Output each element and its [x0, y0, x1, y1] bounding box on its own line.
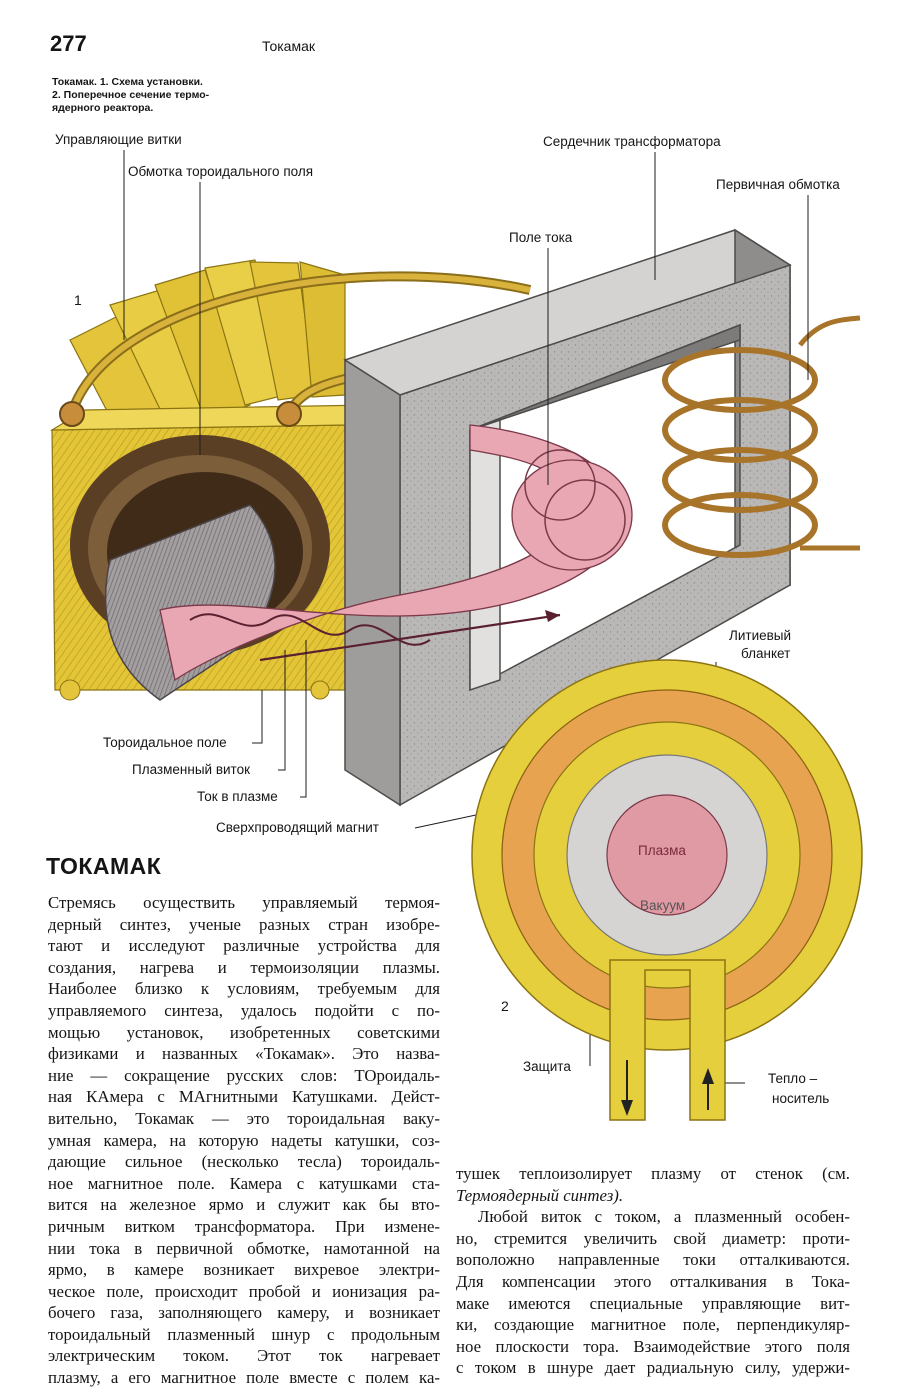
text-line: ное магнитное поле. Камера с катушками с…	[48, 1173, 440, 1193]
figure-number-2: 2	[501, 998, 509, 1014]
text-line: ческое поле, происходит пробой и ионизац…	[48, 1281, 440, 1301]
text-line: создания, нагрева и термоизоляции плазмы…	[48, 957, 440, 977]
label-lithium-blanket-1: Литиевый	[729, 628, 792, 643]
cross-reference-link[interactable]: Термоядерный синтез).	[456, 1185, 624, 1205]
text-line: вится на железное ярмо и служит как бы в…	[48, 1195, 440, 1215]
text-line: Наиболее близко к условиям, требуемым дл…	[48, 979, 440, 999]
label-coolant-2: носитель	[772, 1091, 830, 1106]
text-line: тушек теплоизолирует плазму от стенок (с…	[456, 1164, 850, 1183]
text-line: ки, создающие магнитное поле, перпендику…	[456, 1315, 850, 1335]
label-transformer-core: Сердечник трансформатора	[543, 134, 721, 149]
article-left-column: Стремясь осуществить управляемый термоя-…	[48, 892, 440, 1389]
text-line: вительно, Токамак — это тороидальная вак…	[48, 1108, 440, 1128]
label-toroidal-winding: Обмотка тороидального поля	[128, 164, 314, 179]
text-line: Для компенсации этого отталкивания в Ток…	[456, 1271, 850, 1291]
text-line: тают и исследуют различные устройства дл…	[48, 936, 440, 956]
label-vacuum: Вакуум	[640, 898, 686, 913]
article-title: ТОКАМАК	[46, 853, 162, 879]
label-plasma-current: Ток в плазме	[197, 789, 278, 804]
text-line: тороидальный плазменный шнур с продольны…	[48, 1324, 440, 1344]
text-line: управляемого синтеза, удалось подойти с …	[48, 1000, 440, 1020]
text-line: воположно направленные токи отталкиваютс…	[456, 1250, 850, 1270]
caption-line: 2. Поперечное сечение термо-	[52, 89, 210, 101]
text-line: плазму, а его магнитное поле вместе с по…	[48, 1368, 440, 1388]
text-line: ная КАмера с МАгнитными Катушками. Дейст…	[48, 1087, 440, 1107]
caption-line: Токамак. 1. Схема установки.	[52, 76, 203, 88]
text-line: Стремясь осуществить управляемый термоя-	[48, 893, 440, 912]
running-head: Токамак	[262, 38, 315, 54]
figure-number-1: 1	[74, 292, 82, 308]
label-lithium-blanket-2: бланкет	[741, 646, 791, 661]
text-line: физиками и названных «Токамак». Это назв…	[48, 1044, 440, 1064]
label-shield: Защита	[523, 1059, 571, 1074]
text-line: ричным витком трансформатора. При измене…	[48, 1216, 440, 1236]
control-coil-end-right	[276, 401, 302, 427]
article-right-column: тушек теплоизолирует плазму от стенок (с…	[456, 1163, 850, 1379]
label-plasma-turn: Плазменный виток	[132, 762, 250, 777]
text-line: с током в шнуре дает радиальную силу, уд…	[456, 1358, 850, 1378]
coolant-pipes	[609, 959, 726, 1121]
text-line: ние — сокращение русских слов: ТОроидаль…	[48, 1065, 440, 1085]
text-line: Любой виток с током, а плазменный особен…	[478, 1207, 850, 1227]
text-line: маке имеются специальные управляющие вит…	[456, 1293, 850, 1313]
text-line: ное плоскости тора. Взаимодействие этого…	[456, 1336, 850, 1356]
page-number: 277	[50, 31, 87, 56]
label-control-coils: Управляющие витки	[55, 132, 182, 147]
figure-1-tokamak-scheme	[49, 150, 861, 1084]
text-line: электрическим током. Этот ток нагревает	[48, 1346, 440, 1366]
primary-winding	[662, 315, 861, 558]
label-coolant-1: Тепло –	[768, 1071, 818, 1086]
text-line: дающие сильное (несколько тесла) тороида…	[48, 1152, 440, 1172]
text-line: нии тока в первичной обмотке, намотанной…	[48, 1238, 440, 1258]
label-current-field: Поле тока	[509, 230, 573, 245]
control-coil-end-left	[59, 401, 85, 427]
support-foot-left	[59, 679, 81, 701]
label-superconducting-magnet: Сверхпроводящий магнит	[216, 820, 379, 835]
caption-line: ядерного реактора.	[52, 102, 154, 114]
text-line: мощью установок, изобретенных советскими	[48, 1022, 440, 1042]
figure-1-leaders	[123, 150, 809, 1084]
label-plasma: Плазма	[638, 843, 686, 858]
vacuum-chamber	[70, 435, 330, 701]
text-line: умная камера, на которую надеты катушки,…	[48, 1130, 440, 1150]
label-toroidal-field: Тороидальное поле	[103, 735, 227, 750]
figure-2-reactor-cross-section	[471, 659, 863, 1121]
text-line: ярмо, в камере возникает вихревое электр…	[48, 1260, 440, 1280]
support-foot-right	[310, 680, 330, 700]
text-line: дерный синтез, ученые разных стран изобр…	[48, 914, 440, 934]
text-line: бочего газа, заполняющего камеру, и возн…	[48, 1303, 440, 1323]
label-primary-winding: Первичная обмотка	[716, 177, 840, 192]
text-line: но, стремится увеличить свой диаметр: пр…	[456, 1228, 850, 1248]
plasma-turn	[159, 424, 633, 682]
figure-caption: Токамак. 1. Схема установки. 2. Поперечн…	[52, 76, 209, 115]
